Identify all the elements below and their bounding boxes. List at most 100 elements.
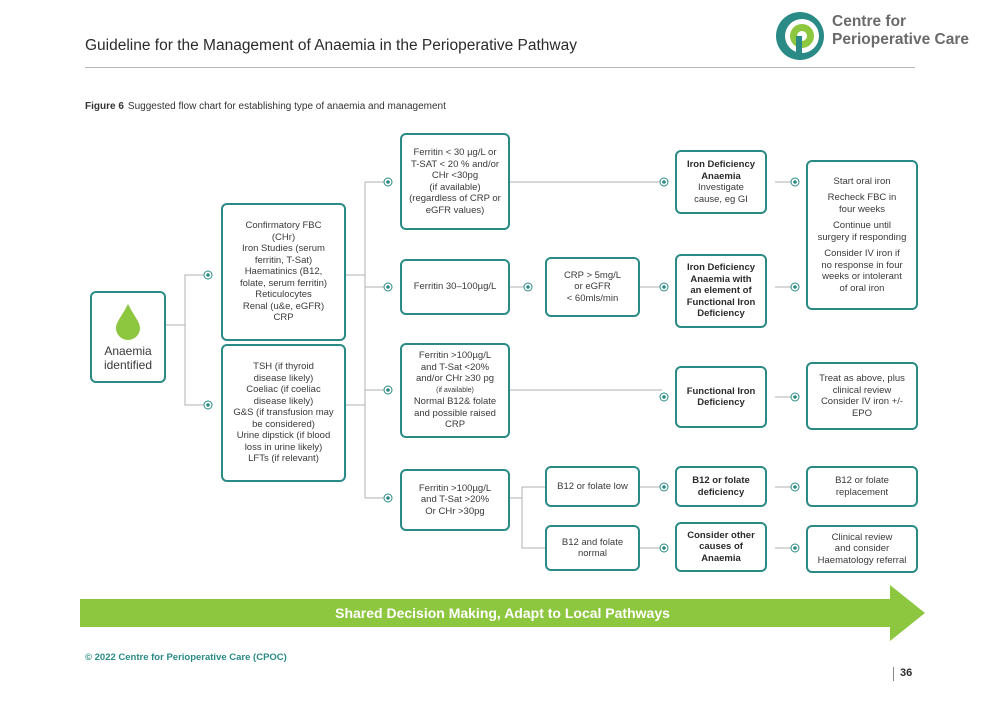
fid-box: Functional Iron Deficiency <box>675 366 767 428</box>
start-label: Anaemia identified <box>103 344 153 372</box>
oral-iron-line: four weeks <box>839 203 885 215</box>
logo-text: Centre for Perioperative Care <box>832 13 969 49</box>
ferritin3-line: and/or CHr ≥30 pg <box>415 373 495 385</box>
oral-iron-line: Continue until <box>832 220 892 232</box>
oral-iron-line: Start oral iron <box>833 175 891 187</box>
header-rule <box>85 67 915 68</box>
tests-box-1: Confirmatory FBC (CHr) Iron Studies (ser… <box>221 203 346 341</box>
ferritin4-line: Or CHr >30pg <box>425 505 485 517</box>
ida-fid-box: Iron Deficiency Anaemia with an element … <box>675 254 767 328</box>
tests2-line: be considered) <box>252 418 315 430</box>
tests1-line: Confirmatory FBC <box>245 220 322 232</box>
treat-line: Consider IV iron +/- <box>820 396 904 407</box>
start-node: Anaemia identified <box>90 291 166 383</box>
other-causes-box: Consider other causes of Anaemia <box>675 522 767 572</box>
logo-line-2: Perioperative Care <box>832 31 969 48</box>
clinical-review-box: Clinical review and consider Haematology… <box>806 525 918 573</box>
fid-line: Functional Iron <box>686 385 756 397</box>
clinical-line: Clinical review <box>831 531 893 543</box>
ida-fid-line: Iron Deficiency <box>686 262 756 274</box>
tests2-line: Coeliac (if coeliac <box>246 384 321 396</box>
tests2-line: Urine dipstick (if blood <box>236 430 331 442</box>
b12normal-line: B12 and folate <box>561 536 624 548</box>
oral-iron-line: weeks or intolerant <box>822 271 902 283</box>
copyright: © 2022 Centre for Perioperative Care (CP… <box>85 652 287 663</box>
logo-icon <box>776 12 824 60</box>
tests1-line: Iron Studies (serum <box>242 243 325 255</box>
treat-line: EPO <box>851 407 873 419</box>
ferritin1-line: Ferritin < 30 µg/L or <box>413 147 497 158</box>
oral-iron-box: Start oral iron Recheck FBC in four week… <box>806 160 918 310</box>
tests2-line: G&S (if transfusion may <box>233 407 334 419</box>
ferritin1-line: (if available) <box>429 181 481 193</box>
oral-iron-line: no response in four <box>821 259 903 271</box>
other-line: Consider other <box>687 529 755 541</box>
crp-line: < 60mls/min <box>566 292 619 304</box>
page-number: 36 <box>900 667 913 679</box>
ferritin-high-tsat-box: Ferritin >100µg/L and T-Sat >20% Or CHr … <box>400 469 510 531</box>
ferritin3-line: Normal B12& folate <box>413 396 497 408</box>
tests2-line: LFTs (if relevant) <box>248 453 319 465</box>
treat-line: Treat as above, plus <box>819 373 905 384</box>
ida-fid-line: Deficiency <box>697 308 745 320</box>
ferritin4-line: and T-Sat >20% <box>420 494 490 506</box>
logo-line-1: Centre for <box>832 13 907 30</box>
ferritin2-label: Ferritin 30–100µg/L <box>413 281 497 293</box>
ferritin3-line: and T-Sat <20% <box>420 361 490 373</box>
tests1-line: Haematinics (B12, <box>244 266 323 278</box>
ferritin1-line: CHr <30pg <box>431 170 479 181</box>
page-divider <box>893 667 894 681</box>
tests1-line: (CHr) <box>271 231 296 243</box>
ferritin-high-box: Ferritin >100µg/L and T-Sat <20% and/or … <box>400 343 510 438</box>
crp-box: CRP > 5mg/L or eGFR < 60mls/min <box>545 257 640 317</box>
crp-line: or eGFR <box>574 281 611 293</box>
b12-replacement-box: B12 or folate replacement <box>806 466 918 507</box>
oral-iron-line: Consider IV iron if <box>824 248 900 260</box>
b12-deficiency-box: B12 or folate deficiency <box>675 466 767 507</box>
ida-fid-line: an element of <box>690 285 752 297</box>
b12def-line: B12 or folate <box>692 475 750 486</box>
drop-icon <box>116 304 140 340</box>
ida-title: Iron Deficiency <box>686 159 756 170</box>
ida-title: Anaemia <box>701 170 741 182</box>
banner-text: Shared Decision Making, Adapt to Local P… <box>335 605 670 621</box>
ferritin4-line: Ferritin >100µg/L <box>418 482 492 494</box>
b12normal-line: normal <box>577 548 608 559</box>
ferritin1-line: T-SAT < 20 % and/or <box>410 158 500 170</box>
tests2-line: TSH (if thyroid <box>253 361 314 373</box>
ida-box: Iron Deficiency Anaemia Investigate caus… <box>675 150 767 214</box>
oral-iron-line: Recheck FBC in <box>827 192 897 204</box>
tests2-line: loss in urine likely) <box>244 441 323 453</box>
treat-box: Treat as above, plus clinical review Con… <box>806 362 918 430</box>
b12def-line: deficiency <box>697 486 745 498</box>
ferritin3-line: and possible raised <box>414 407 496 419</box>
crp-line: CRP > 5mg/L <box>563 269 622 281</box>
ferritin1-line: (regardless of CRP or <box>409 193 501 204</box>
fid-line: Deficiency <box>697 397 745 408</box>
oral-iron-line: surgery if responding <box>817 231 907 243</box>
b12rep-line: B12 or folate <box>835 475 889 486</box>
ida-fid-line: Functional Iron <box>686 296 756 308</box>
other-line: Anaemia <box>701 552 741 564</box>
b12rep-line: replacement <box>835 486 889 498</box>
b12-low-box: B12 or folate low <box>545 466 640 507</box>
ferritin-mid-box: Ferritin 30–100µg/L <box>400 259 510 315</box>
other-line: causes of <box>699 541 743 553</box>
tests1-line: Reticulocytes <box>255 289 312 301</box>
ferritin3-line: Ferritin >100µg/L <box>418 350 492 362</box>
tests1-line: Renal (u&e, eGFR) <box>242 300 325 312</box>
ferritin1-line: eGFR values) <box>425 204 485 216</box>
b12low-label: B12 or folate low <box>557 480 628 492</box>
ferritin3-note: (if available) <box>436 386 474 394</box>
tests2-line: disease likely) <box>253 372 314 384</box>
ida-line: Investigate <box>698 182 744 193</box>
ida-fid-line: Anaemia with <box>690 273 752 285</box>
ida-line: cause, eg GI <box>694 193 748 205</box>
treat-line: clinical review <box>832 384 892 396</box>
tests1-line: ferritin, T-Sat) <box>254 254 313 266</box>
figure-caption-text: Suggested flow chart for establishing ty… <box>127 101 446 112</box>
tests-box-2: TSH (if thyroid disease likely) Coeliac … <box>221 344 346 482</box>
ferritin-low-box: Ferritin < 30 µg/L or T-SAT < 20 % and/o… <box>400 133 510 230</box>
